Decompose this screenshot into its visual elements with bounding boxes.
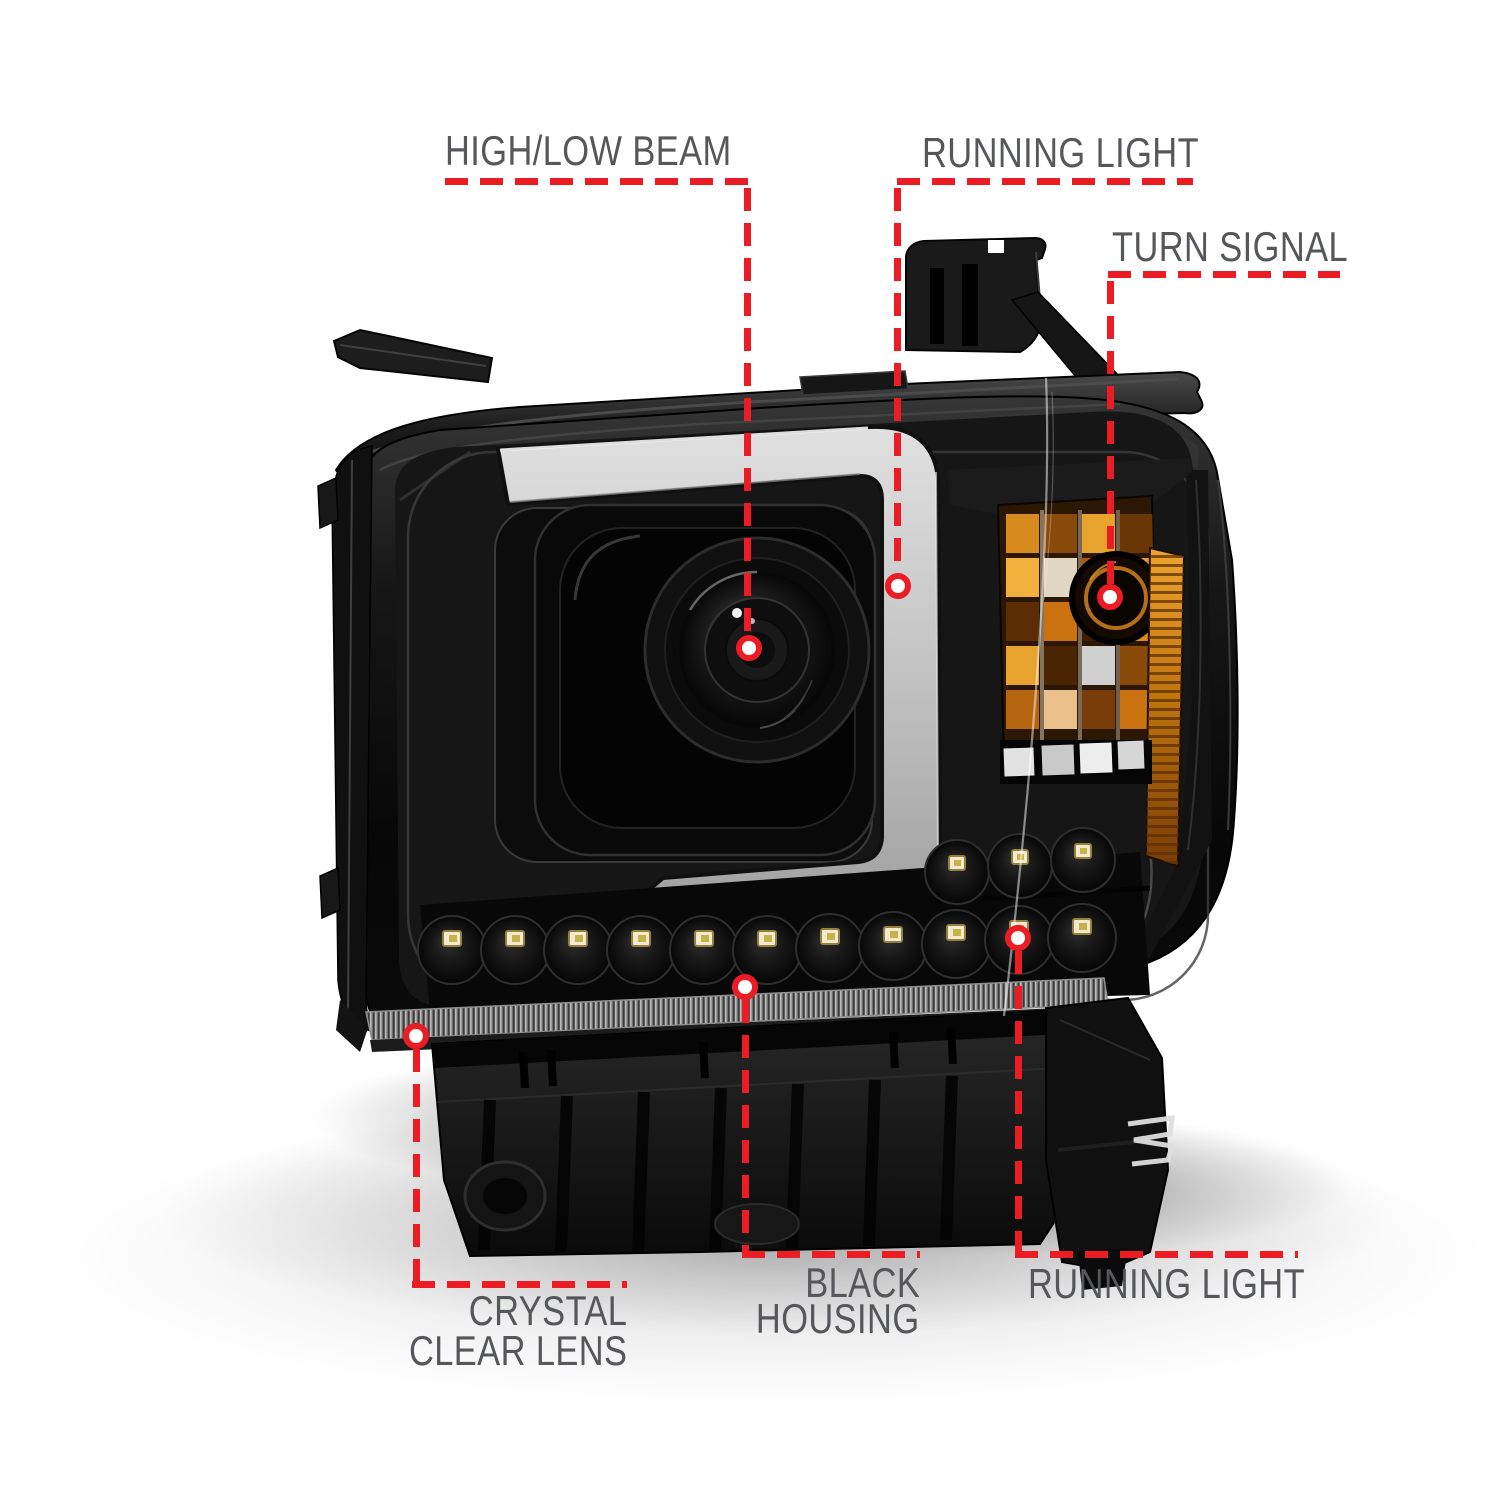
- mounting-base: [430, 1006, 1104, 1258]
- high-low-beam-dot: [736, 635, 762, 661]
- led-row-main: [417, 903, 1117, 985]
- black-housing-dot: [732, 974, 758, 1000]
- running-light-top-dot: [885, 573, 911, 599]
- running-light-bottom-leader-line-h: [1015, 1251, 1298, 1258]
- crystal-clear-lens-dot: [403, 1023, 429, 1049]
- high-low-beam-label: HIGH/LOW BEAM: [445, 127, 732, 174]
- crystal-clear-lens-leader-line-v: [413, 1049, 420, 1281]
- crystal-clear-lens-label-line2: CLEAR LENS: [408, 1327, 627, 1374]
- crystal-clear-lens-label-line1: CRYSTAL: [468, 1287, 627, 1334]
- running-light-bottom-label: RUNNING LIGHT: [1028, 1260, 1306, 1307]
- black-housing-label-line2: HOUSING: [756, 1295, 920, 1342]
- black-housing-leader-line-h: [742, 1251, 920, 1258]
- side-marker-strip: [1144, 546, 1186, 868]
- turn-signal-label: TURN SIGNAL: [1112, 223, 1349, 270]
- side-bracket: [1045, 996, 1176, 1290]
- led-strip: [417, 827, 1151, 1012]
- high-low-beam-leader-line-v: [744, 188, 751, 635]
- reflection-streak: [1002, 377, 1054, 1017]
- led-row-upper: [924, 827, 1116, 905]
- running-light-top-leader-line-h: [897, 178, 1193, 185]
- running-light-bottom-leader-line-v: [1015, 951, 1022, 1258]
- black-housing-leader-line-v: [742, 1000, 749, 1258]
- crystal-clear-lens-leader-line-h: [412, 1281, 627, 1288]
- turn-signal-leader-line-v: [1107, 281, 1114, 584]
- reflector-blocks: [1000, 740, 1152, 784]
- running-light-top-label: RUNNING LIGHT: [922, 129, 1200, 176]
- left-side-wall: [317, 445, 381, 1052]
- black-housing-label-line1: BLACK: [805, 1259, 920, 1306]
- turn-signal-dot: [1097, 584, 1123, 610]
- running-light-top-leader-line-v: [894, 188, 901, 573]
- turn-signal-leader-line-h: [1108, 271, 1340, 278]
- running-light-bottom-dot: [1005, 925, 1031, 951]
- turn-signal-reflector: [948, 458, 1192, 868]
- high-low-beam-leader-line-h: [445, 178, 750, 185]
